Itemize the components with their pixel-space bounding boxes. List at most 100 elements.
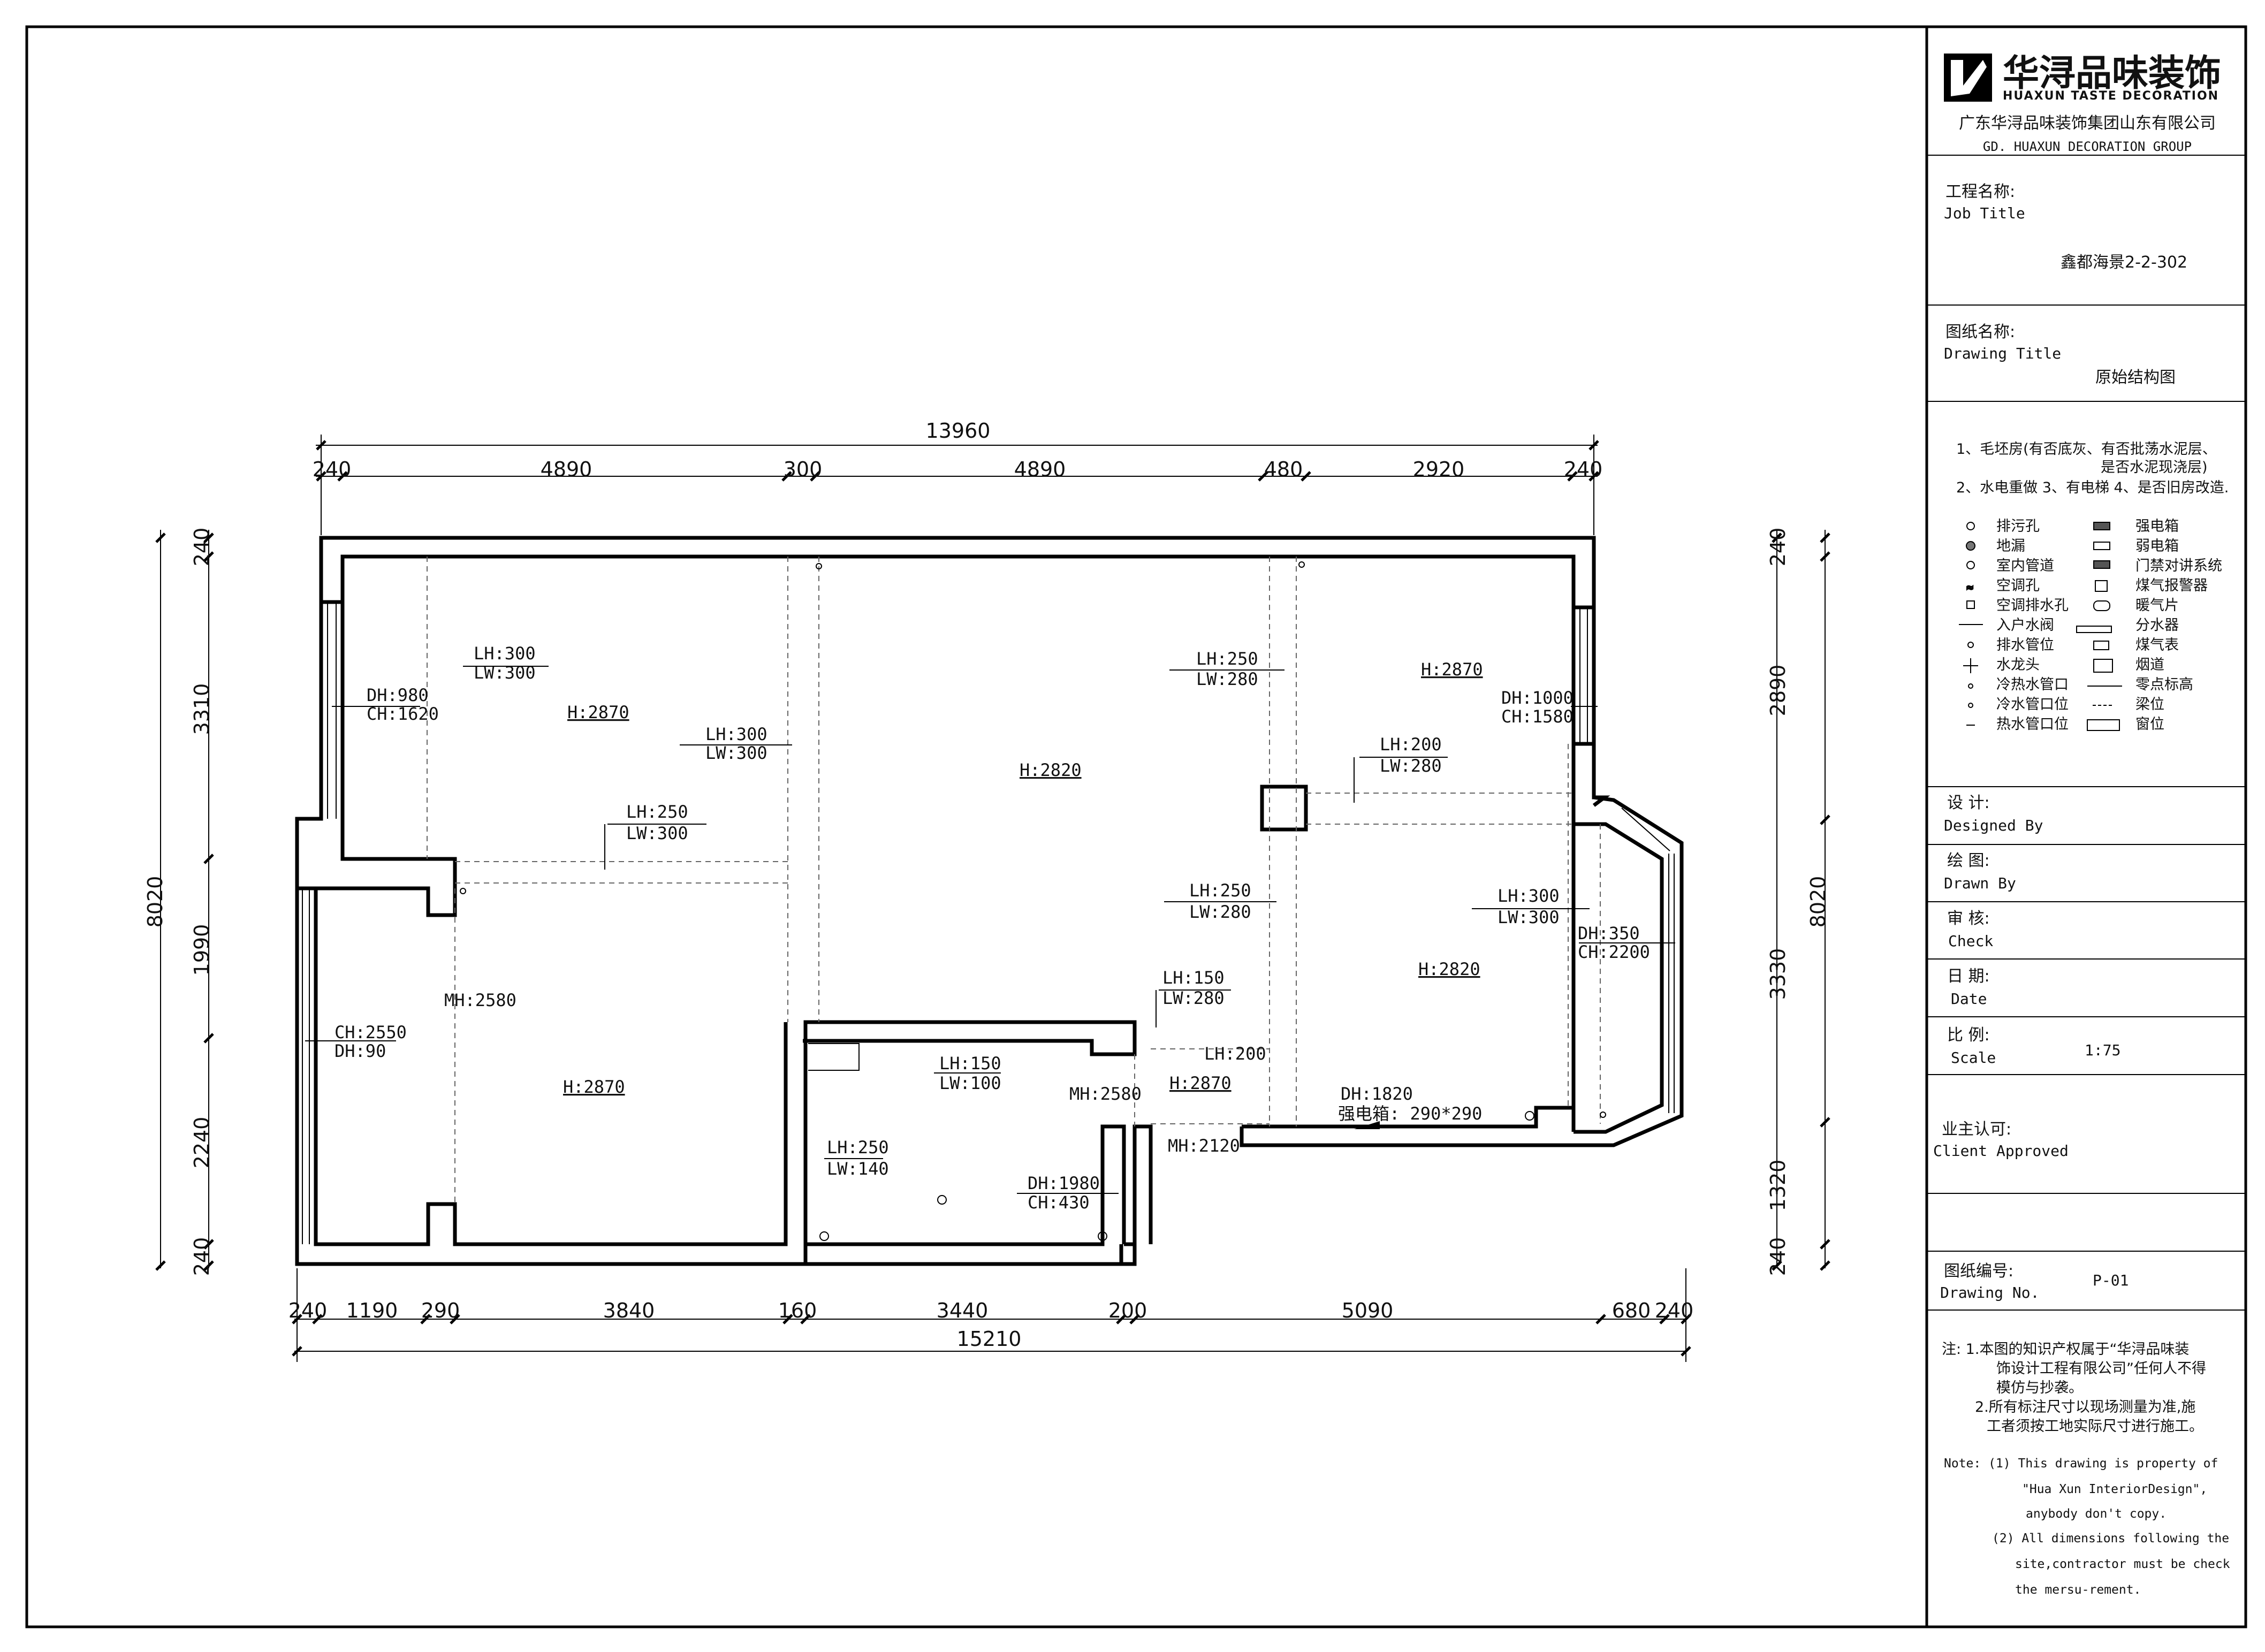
dim-top-3: 4890: [1014, 458, 1066, 481]
label-lh250d: LH:250: [827, 1137, 889, 1158]
legend-right-0: 强电箱: [2135, 518, 2179, 535]
legend-left-1: 地漏: [1996, 538, 2025, 554]
label-h2820a: H:2820: [1020, 760, 1082, 780]
label-lw300c: LW:300: [626, 823, 688, 843]
legend-left-3: 空调孔: [1996, 577, 2040, 594]
dim-top-6: 240: [1564, 458, 1603, 481]
plan-labels: DH:980 CH:1620 LH:300 LW:300 H:2870 LH:3…: [335, 643, 1650, 1213]
label-dh1820: DH:1820: [1341, 1084, 1413, 1104]
check-label-en: Check: [1948, 932, 1993, 950]
dim-left-3: 2240: [190, 1117, 214, 1169]
label-lw280c: LW:280: [1189, 902, 1251, 922]
sink-outline: [808, 1043, 860, 1071]
label-lh300b: LH:300: [705, 724, 767, 744]
label-lw300b: LW:300: [705, 743, 767, 763]
legend-right-3: 煤气报警器: [2135, 577, 2208, 594]
label-dh1000: DH:1000: [1501, 688, 1574, 708]
panel-box-icon: [1354, 1121, 1380, 1129]
sheet-border: [25, 25, 2247, 1628]
note-cn-4: 工者须按工地实际尺寸进行施工。: [1987, 1418, 2203, 1435]
designed-label-en: Designed By: [1944, 817, 2043, 834]
scale-label-cn: 比 例:: [1947, 1026, 1990, 1045]
label-lw280b: LW:280: [1380, 756, 1442, 776]
legend-icons-left: ≈: [1959, 522, 1983, 726]
note-cn-1: 饰设计工程有限公司”任何人不得: [1996, 1360, 2206, 1377]
beam-lines: [427, 557, 1601, 1204]
drawn-label-cn: 绘 图:: [1947, 851, 1990, 870]
note-top-0: 1、毛坯房(有否底灰、有否批荡水泥层、: [1956, 441, 2217, 458]
legend-left: 排污孔 地漏 室内管道 空调孔 空调排水孔 入户水阀 排水管位 水龙头 冷热水管…: [1996, 518, 2069, 733]
legend-left-8: 冷热水管口: [1996, 676, 2069, 693]
label-lw300d: LW:300: [1498, 907, 1560, 927]
dim-right-3: 1320: [1766, 1160, 1790, 1212]
label-dh1980: DH:1980: [1028, 1173, 1100, 1193]
company-logo: 华浔品味装饰 HUAXUN TASTE DECORATION: [1944, 52, 2221, 103]
legend-left-2: 室内管道: [1996, 558, 2054, 574]
legend-left-7: 水龙头: [1996, 657, 2040, 673]
legend-right-1: 弱电箱: [2135, 538, 2179, 554]
dim-top-5: 2920: [1413, 458, 1465, 481]
drawing-no-label-cn: 图纸编号:: [1944, 1262, 2013, 1281]
dim-top-1: 4890: [541, 458, 592, 481]
legend-right: 强电箱 弱电箱 门禁对讲系统 煤气报警器 暖气片 分水器 煤气表 烟道 零点标高…: [2135, 518, 2222, 733]
note-cn-3: 2.所有标注尺寸以现场测量为准,施: [1975, 1399, 2195, 1415]
client-label-cn: 业主认可:: [1942, 1120, 2011, 1139]
date-label-cn: 日 期:: [1947, 967, 1990, 986]
dim-right-1: 2890: [1766, 665, 1790, 717]
label-mh2580a: MH:2580: [444, 990, 516, 1010]
label-panel: 强电箱: 290*290: [1338, 1103, 1482, 1124]
note-en-5: the mersu-rement.: [2015, 1583, 2141, 1597]
label-lw140: LW:140: [827, 1159, 889, 1179]
drawing-label-en: Drawing Title: [1944, 345, 2061, 362]
label-lh250b: LH:250: [1196, 649, 1258, 669]
leader-lines: [305, 666, 1675, 1194]
label-lh150a: LH:150: [1162, 968, 1225, 988]
dim-top-4: 480: [1264, 458, 1303, 481]
walls: [295, 536, 1684, 1266]
legend-left-6: 排水管位: [1996, 637, 2054, 653]
label-ch2200: CH:2200: [1578, 942, 1650, 962]
drawing-label-cn: 图纸名称:: [1945, 323, 2015, 341]
dimension-lines: [160, 435, 1826, 1362]
scale-value: 1:75: [2085, 1041, 2120, 1059]
note-en-0: Note: (1) This drawing is property of: [1944, 1457, 2218, 1471]
dim-bottom-total: 15210: [957, 1327, 1022, 1351]
legend-left-9: 冷水管口位: [1996, 696, 2069, 713]
dim-bottom-9: 240: [1655, 1299, 1694, 1322]
group-cn: 广东华浔品味装饰集团山东有限公司: [1959, 114, 2216, 133]
scale-label-en: Scale: [1951, 1049, 1996, 1067]
note-en-2: anybody don't copy.: [2026, 1507, 2167, 1521]
dimension-ticks: [155, 440, 1830, 1357]
note-en-1: "Hua Xun InteriorDesign",: [2022, 1482, 2207, 1496]
label-lh300a: LH:300: [474, 643, 536, 664]
label-dh90: DH:90: [335, 1041, 386, 1061]
client-label-en: Client Approved: [1933, 1142, 2069, 1160]
label-mh2120: MH:2120: [1168, 1136, 1240, 1156]
label-ch2550: CH:2550: [335, 1022, 407, 1042]
legend-icons-right: [2076, 522, 2122, 731]
legend-right-7: 烟道: [2135, 657, 2164, 673]
legend-left-10: 热水管口位: [1996, 716, 2069, 733]
dim-bottom-1: 1190: [346, 1299, 398, 1322]
job-label-cn: 工程名称:: [1945, 182, 2015, 201]
job-label-en: Job Title: [1944, 204, 2025, 222]
label-ch430: CH:430: [1028, 1192, 1090, 1213]
legend-right-4: 暖气片: [2135, 597, 2179, 614]
label-mh2580b: MH:2580: [1069, 1084, 1142, 1104]
dim-top-2: 300: [784, 458, 823, 481]
drawing-no-label-en: Drawing No.: [1940, 1284, 2039, 1301]
note-top-2: 2、水电重做 3、有电梯 4、是否旧房改造.: [1956, 479, 2229, 496]
window-marks: [302, 602, 1675, 1244]
legend-right-5: 分水器: [2135, 617, 2179, 634]
job-title: 鑫都海景2-2-302: [2061, 253, 2187, 272]
dim-bottom-6: 200: [1108, 1299, 1147, 1322]
logo-brand: 华浔品味装饰: [2003, 52, 2221, 95]
label-lh150b: LH:150: [939, 1053, 1001, 1074]
label-h2820b: H:2820: [1418, 959, 1480, 979]
label-lw280a: LW:280: [1196, 669, 1258, 689]
dim-bottom-0: 240: [288, 1299, 328, 1322]
dim-bottom-4: 160: [778, 1299, 817, 1322]
title-block: [1927, 155, 2246, 1311]
dim-bottom-5: 3440: [937, 1299, 989, 1322]
